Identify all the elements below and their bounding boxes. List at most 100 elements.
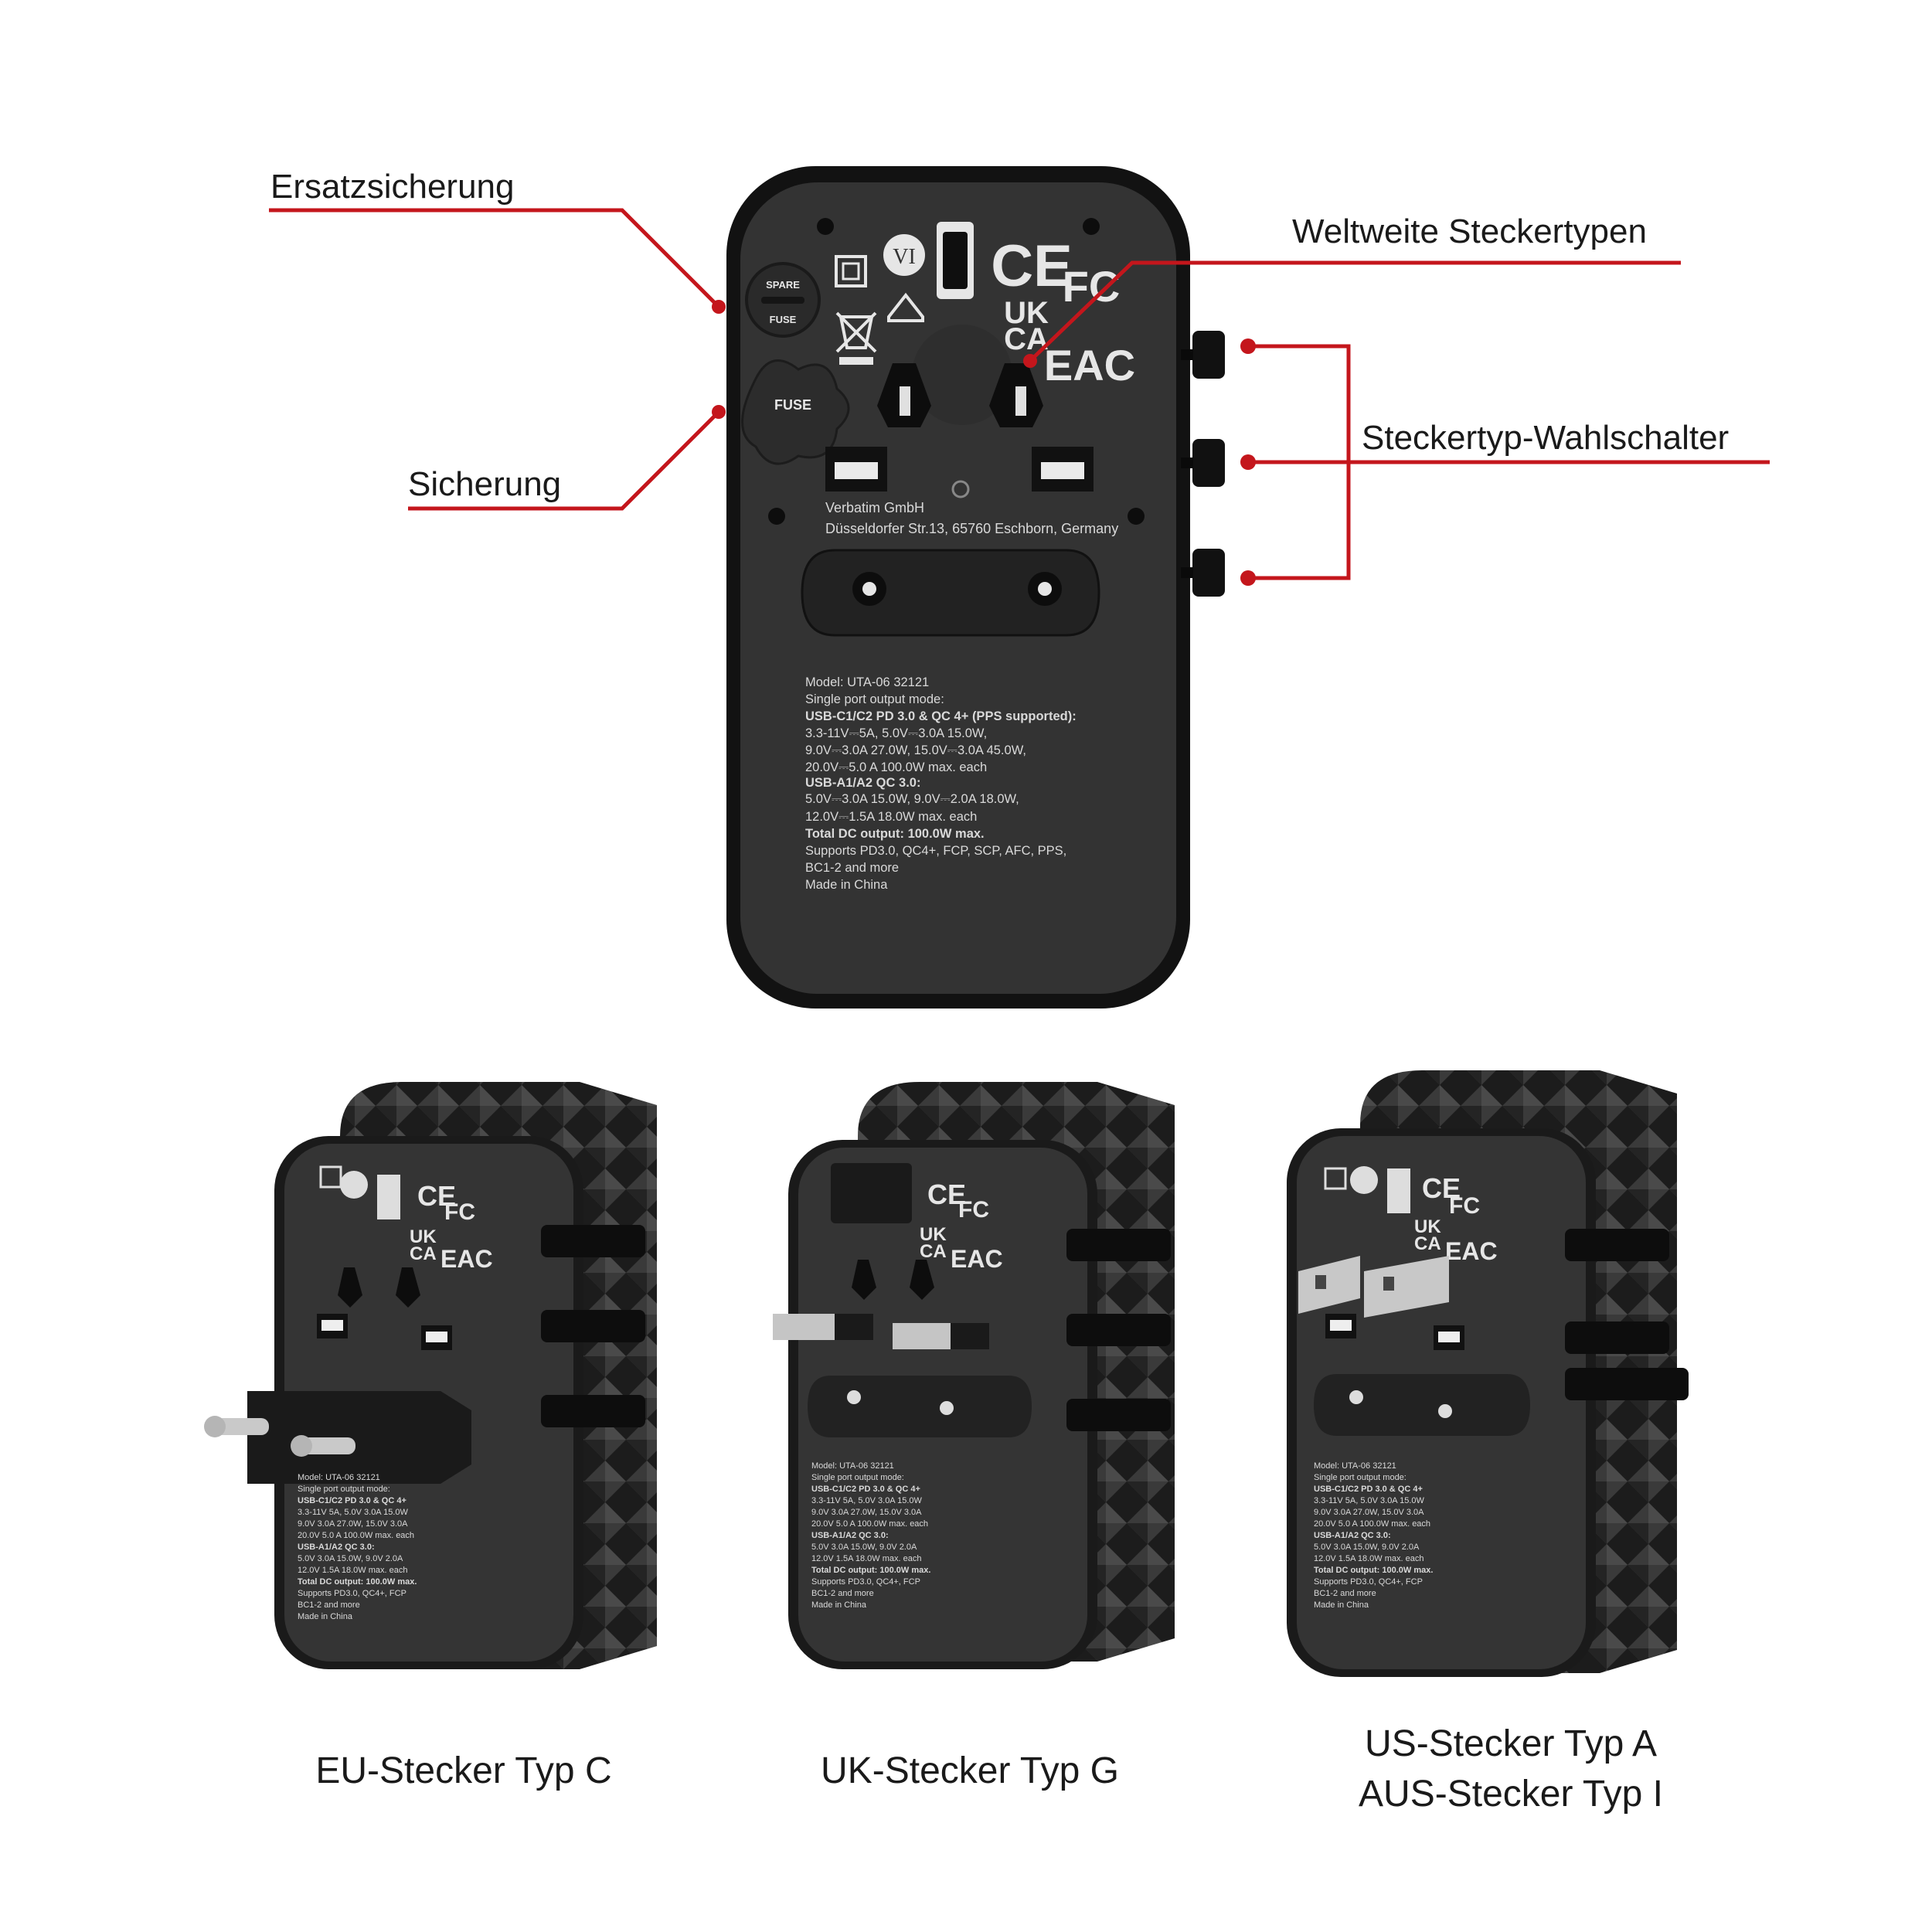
caption-us-line: US-Stecker Typ A — [1365, 1723, 1657, 1764]
callout-line-plug-types — [1030, 260, 1681, 361]
svg-text:12.0V 1.5A 18.0W max. each: 12.0V 1.5A 18.0W max. each — [298, 1566, 407, 1575]
svg-text:9.0V 3.0A 27.0W, 15.0V 3.0A: 9.0V 3.0A 27.0W, 15.0V 3.0A — [811, 1508, 922, 1517]
svg-text:5.0V 3.0A 15.0W, 9.0V 2.0A: 5.0V 3.0A 15.0W, 9.0V 2.0A — [298, 1554, 403, 1563]
svg-text:20.0V 5.0 A 100.0W max. each: 20.0V 5.0 A 100.0W max. each — [298, 1531, 414, 1540]
screw — [817, 218, 834, 235]
svg-text:5.0V 3.0A 15.0W, 9.0V 2.0A: 5.0V 3.0A 15.0W, 9.0V 2.0A — [1314, 1543, 1420, 1552]
selector-slider-top — [1181, 331, 1225, 379]
svg-text:VI: VI — [893, 245, 916, 269]
svg-text:Supports PD3.0, QC4+, FCP: Supports PD3.0, QC4+, FCP — [1314, 1577, 1423, 1587]
svg-text:EAC: EAC — [440, 1245, 493, 1273]
svg-text:Model: UTA-06 32121: Model: UTA-06 32121 — [805, 675, 929, 689]
svg-text:5.0V⎓3.0A 15.0W, 9.0V⎓2.0A 18.: 5.0V⎓3.0A 15.0W, 9.0V⎓2.0A 18.0W, — [805, 792, 1019, 806]
selector-slider-middle — [1181, 439, 1225, 487]
svg-text:Supports PD3.0, QC4+, FCP, SCP: Supports PD3.0, QC4+, FCP, SCP, AFC, PPS… — [805, 844, 1066, 858]
svg-text:FC: FC — [1449, 1193, 1480, 1219]
fuse-label: FUSE — [770, 314, 797, 325]
screw — [1128, 508, 1145, 525]
svg-text:EAC: EAC — [1445, 1237, 1498, 1265]
svg-text:9.0V⎓3.0A 27.0W, 15.0V⎓3.0A 45: 9.0V⎓3.0A 27.0W, 15.0V⎓3.0A 45.0W, — [805, 743, 1026, 757]
universal-socket-left — [877, 363, 931, 427]
svg-text:BC1-2 and more: BC1-2 and more — [811, 1589, 874, 1598]
eu-socket — [801, 549, 1100, 637]
svg-text:USB-A1/A2 QC 3.0:: USB-A1/A2 QC 3.0: — [805, 776, 920, 790]
svg-text:Supports PD3.0, QC4+, FCP: Supports PD3.0, QC4+, FCP — [811, 1577, 920, 1587]
svg-text:Made in China: Made in China — [298, 1612, 353, 1621]
svg-text:Model: UTA-06 32121: Model: UTA-06 32121 — [1314, 1461, 1396, 1471]
weee-bin-icon — [835, 311, 877, 353]
callout-selector-switch: Steckertyp-Wahlschalter — [1362, 419, 1730, 457]
svg-text:20.0V 5.0 A 100.0W max. each: 20.0V 5.0 A 100.0W max. each — [1314, 1519, 1430, 1529]
usb-a-port-right — [1032, 447, 1094, 492]
callout-plug-types: Weltweite Steckertypen — [1292, 213, 1647, 250]
svg-text:3.3-11V 5A, 5.0V 3.0A 15.0W: 3.3-11V 5A, 5.0V 3.0A 15.0W — [1314, 1496, 1425, 1505]
svg-text:CE: CE — [1422, 1172, 1461, 1204]
socket-center-ring — [912, 325, 1012, 425]
svg-text:EAC: EAC — [951, 1245, 1003, 1273]
svg-text:USB-C1/C2 PD 3.0 & QC 4+: USB-C1/C2 PD 3.0 & QC 4+ — [298, 1496, 406, 1505]
svg-text:Made in China: Made in China — [811, 1600, 867, 1610]
ce-mark: CE — [991, 233, 1073, 299]
svg-text:UK: UK — [920, 1224, 947, 1245]
svg-text:FC: FC — [444, 1199, 475, 1225]
eac-mark: EAC — [1044, 341, 1135, 389]
svg-text:9.0V 3.0A 27.0W, 15.0V 3.0A: 9.0V 3.0A 27.0W, 15.0V 3.0A — [298, 1519, 408, 1529]
vi-efficiency-icon — [883, 234, 925, 276]
callout-fuse: Sicherung — [408, 465, 562, 503]
fuse-text: FUSE — [774, 397, 811, 413]
selector-slider-bottom — [1181, 549, 1225, 597]
reset-button — [951, 480, 970, 498]
svg-text:USB-C1/C2 PD 3.0 & QC 4+: USB-C1/C2 PD 3.0 & QC 4+ — [811, 1485, 920, 1494]
svg-text:Made in China: Made in China — [1314, 1600, 1369, 1610]
svg-text:UK: UK — [1414, 1216, 1441, 1237]
spec-text-block: Model: UTA-06 32121 Single port output m… — [805, 675, 1077, 892]
svg-text:UK: UK — [410, 1226, 437, 1247]
svg-text:USB-C1/C2 PD 3.0 & QC 4+ (PPS: USB-C1/C2 PD 3.0 & QC 4+ (PPS supported)… — [805, 709, 1077, 723]
eu-plug-pins — [204, 1391, 471, 1484]
callout-lines — [269, 208, 1770, 580]
svg-text:12.0V⎓1.5A 18.0W max. each: 12.0V⎓1.5A 18.0W max. each — [805, 810, 977, 824]
callout-line-spare-fuse — [269, 208, 719, 307]
svg-text:3.3-11V 5A, 5.0V 3.0A 15.0W: 3.3-11V 5A, 5.0V 3.0A 15.0W — [298, 1508, 409, 1517]
svg-text:Supports PD3.0, QC4+, FCP: Supports PD3.0, QC4+, FCP — [298, 1589, 406, 1598]
class-ii-icon — [835, 255, 867, 287]
us-plug-blades — [1298, 1256, 1449, 1318]
spare-fuse-cap: SPARE FUSE — [745, 262, 821, 338]
uk-plug-pins — [773, 1314, 989, 1349]
svg-text:FC: FC — [958, 1197, 989, 1223]
svg-text:Single port output mode:: Single port output mode: — [811, 1473, 904, 1482]
ukca-mark-top: UK — [1004, 296, 1049, 330]
weee-bar — [839, 357, 873, 365]
svg-text:9.0V 3.0A 27.0W, 15.0V 3.0A: 9.0V 3.0A 27.0W, 15.0V 3.0A — [1314, 1508, 1424, 1517]
svg-text:CA: CA — [410, 1243, 437, 1264]
svg-text:20.0V 5.0 A 100.0W max. each: 20.0V 5.0 A 100.0W max. each — [811, 1519, 928, 1529]
uk-earth-pin — [831, 1163, 912, 1223]
svg-text:Total DC output: 100.0W max.: Total DC output: 100.0W max. — [811, 1566, 930, 1575]
caption-eu-plug: EU-Stecker Typ C — [315, 1750, 612, 1791]
svg-text:BC1-2 and more: BC1-2 and more — [805, 861, 899, 875]
svg-text:Total DC output: 100.0W max.: Total DC output: 100.0W max. — [805, 827, 985, 841]
spare-label: SPARE — [766, 279, 800, 291]
svg-text:CA: CA — [1414, 1233, 1441, 1254]
adapter-view-uk-plug: CE FC UK CA EAC Model: UTA-06 32121 Sing… — [773, 1082, 1175, 1669]
svg-text:USB-A1/A2 QC 3.0:: USB-A1/A2 QC 3.0: — [1314, 1531, 1391, 1540]
svg-text:Single port output mode:: Single port output mode: — [298, 1485, 390, 1494]
svg-text:CE: CE — [927, 1179, 966, 1210]
callout-line-fuse — [408, 412, 719, 511]
svg-text:Single port output mode:: Single port output mode: — [805, 692, 944, 706]
manufacturer-text: Verbatim GmbH — [825, 500, 924, 515]
svg-text:Made in China: Made in China — [805, 878, 888, 892]
svg-text:BC1-2 and more: BC1-2 and more — [298, 1600, 360, 1610]
svg-text:Model: UTA-06 32121: Model: UTA-06 32121 — [811, 1461, 894, 1471]
indoor-house-icon — [887, 292, 924, 322]
svg-text:BC1-2 and more: BC1-2 and more — [1314, 1589, 1376, 1598]
svg-text:USB-A1/A2 QC 3.0:: USB-A1/A2 QC 3.0: — [811, 1531, 889, 1540]
adapter-view-eu-plug: CE FC UK CA EAC Model: UTA-06 32121 Sing… — [204, 1082, 657, 1669]
svg-text:12.0V 1.5A 18.0W max. each: 12.0V 1.5A 18.0W max. each — [1314, 1554, 1423, 1563]
universal-socket-right — [989, 363, 1043, 427]
svg-text:3.3-11V 5A, 5.0V 3.0A 15.0W: 3.3-11V 5A, 5.0V 3.0A 15.0W — [811, 1496, 923, 1505]
main-adapter-front-view: SPARE FUSE FUSE VI CE — [726, 166, 1225, 1009]
certification-marks: VI CE FC UK CA EAC — [835, 233, 1135, 389]
